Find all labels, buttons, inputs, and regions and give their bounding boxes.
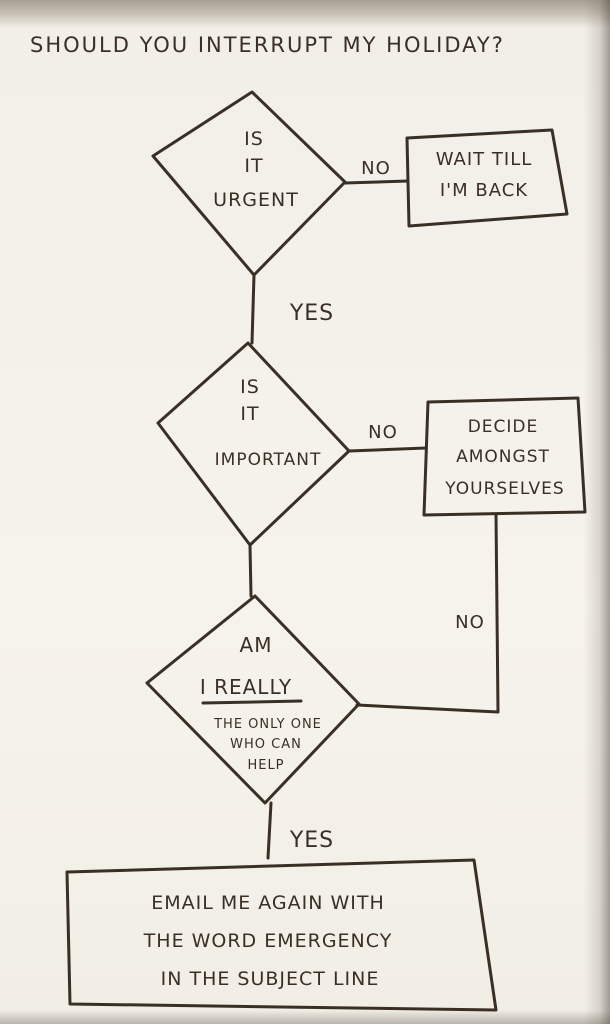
decision-important-line-3: IMPORTANT [215, 450, 322, 470]
diagram-title: SHOULD YOU INTERRUPT MY HOLIDAY? [30, 33, 505, 57]
outcome-decide-line-2: AMONGST [456, 447, 550, 467]
decision-only-one-line-1: AM [240, 633, 273, 657]
decision-only-one-line-4: WHO CAN [230, 737, 302, 752]
edge-label-only-one-yes: YES [289, 828, 334, 853]
outcome-email-box [65, 858, 498, 1012]
decision-only-one-underline [201, 699, 303, 705]
outcome-wait-line-1: WAIT TILL [436, 149, 533, 170]
edge-label-only-one-no: NO [455, 612, 485, 633]
connector-important-no [347, 446, 428, 453]
decision-urgent-line-2: IT [244, 155, 263, 177]
connector-important-yes [248, 543, 253, 598]
connector-only-one-yes [266, 801, 273, 860]
outcome-email-line-3: IN THE SUBJECT LINE [161, 968, 380, 990]
decision-only-one-line-3: THE ONLY ONE [213, 717, 322, 732]
decision-important-diamond [156, 341, 351, 547]
decision-important-line-1: IS [240, 376, 260, 398]
edge-label-urgent-no: NO [361, 158, 391, 179]
connector-only-one-no [355, 512, 500, 714]
decision-only-one-line-2: I REALLY [200, 675, 292, 699]
connector-urgent-yes [250, 273, 256, 345]
outcome-decide-line-3: YOURSELVES [444, 479, 564, 499]
decision-urgent-line-1: IS [244, 128, 264, 150]
outcome-email-line-1: EMAIL ME AGAIN WITH [151, 892, 385, 914]
decision-only-one-diamond [145, 594, 361, 805]
outcome-decide-box [422, 396, 587, 517]
edge-label-urgent-yes: YES [289, 301, 334, 326]
edge-label-important-no: NO [368, 422, 398, 443]
outcome-decide-line-1: DECIDE [468, 417, 539, 437]
decision-important-line-2: IT [240, 403, 259, 425]
decision-urgent-line-3: URGENT [213, 189, 299, 211]
decision-only-one-line-5: HELP [247, 758, 284, 773]
outcome-email-line-2: THE WORD EMERGENCY [143, 930, 393, 952]
connector-urgent-no [343, 179, 410, 185]
outcome-wait-box [405, 128, 569, 228]
outcome-wait-line-2: I'M BACK [440, 180, 528, 201]
decision-urgent-diamond [151, 90, 347, 277]
